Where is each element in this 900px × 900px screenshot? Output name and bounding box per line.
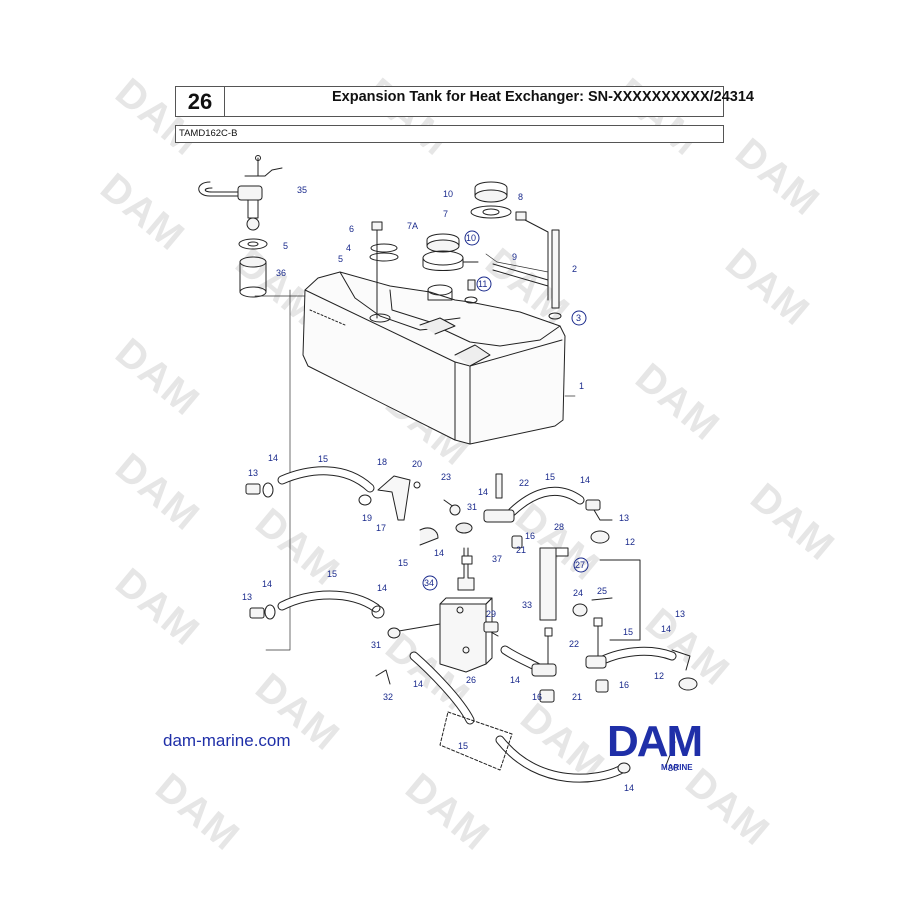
callout-circle	[571, 310, 587, 326]
dam-marine-logo: DAM MARINE	[607, 717, 739, 780]
expansion-tank	[302, 271, 566, 445]
callout-18: 18	[377, 457, 387, 467]
cap-and-fittings	[369, 181, 562, 320]
callout-labels: 35 5 36 6 4 5 7A 10 7 8 10 9 2 11 3 1 14…	[242, 185, 685, 793]
callout-22: 22	[569, 639, 579, 649]
callout-13: 13	[675, 609, 685, 619]
callout-13: 13	[248, 468, 258, 478]
header-bar: 26 Expansion Tank for Heat Exchanger: SN…	[175, 86, 754, 117]
callout-19: 19	[362, 513, 372, 523]
callout-5: 5	[338, 254, 343, 264]
callout-26: 26	[466, 675, 476, 685]
callout-1: 1	[579, 381, 584, 391]
page-number: 26	[176, 87, 225, 116]
callout-circle	[573, 557, 589, 573]
callout-15: 15	[545, 472, 555, 482]
callout-17: 17	[376, 523, 386, 533]
callout-14: 14	[434, 548, 444, 558]
hoses-and-connectors	[245, 466, 698, 783]
callout-14: 14	[624, 783, 634, 793]
callout-11-circled: 11	[478, 279, 487, 289]
callout-3-circled: 3	[576, 313, 581, 323]
callout-31: 31	[371, 640, 381, 650]
page-title: Expansion Tank for Heat Exchanger: SN-XX…	[332, 89, 754, 105]
callout-14: 14	[377, 583, 387, 593]
callout-15: 15	[623, 627, 633, 637]
callout-12: 12	[654, 671, 664, 681]
logo-wordmark: DAM	[607, 717, 703, 766]
callout-circle	[476, 276, 492, 292]
callout-13: 13	[619, 513, 629, 523]
callout-5: 5	[283, 241, 288, 251]
callout-28: 28	[554, 522, 564, 532]
callout-14: 14	[478, 487, 488, 497]
callout-15: 15	[318, 454, 328, 464]
callout-34-circled: 34	[424, 578, 434, 588]
callout-36: 36	[276, 268, 286, 278]
callout-10: 10	[443, 189, 453, 199]
callout-24: 24	[573, 588, 583, 598]
callout-7: 7	[443, 209, 448, 219]
callout-31: 31	[467, 502, 477, 512]
callout-23: 23	[441, 472, 451, 482]
callout-29: 29	[486, 609, 496, 619]
callout-9: 9	[512, 252, 517, 262]
callout-15: 15	[398, 558, 408, 568]
model-label: TAMD162C-B	[175, 125, 724, 143]
callout-14: 14	[268, 453, 278, 463]
callout-10-circled: 10	[466, 233, 476, 243]
callout-6: 6	[349, 224, 354, 234]
callout-22: 22	[519, 478, 529, 488]
callout-21: 21	[516, 545, 526, 555]
callout-14: 14	[262, 579, 272, 589]
callout-7A: 7A	[407, 221, 418, 231]
callout-20: 20	[412, 459, 422, 469]
callout-14: 14	[413, 679, 423, 689]
callout-16: 16	[532, 692, 542, 702]
callout-circle	[422, 575, 438, 591]
callout-8: 8	[518, 192, 523, 202]
callout-33: 33	[522, 600, 532, 610]
callout-35: 35	[297, 185, 307, 195]
callout-15: 15	[327, 569, 337, 579]
callout-14: 14	[580, 475, 590, 485]
callout-16: 16	[525, 531, 535, 541]
callout-2: 2	[572, 264, 577, 274]
callout-12: 12	[625, 537, 635, 547]
logo-subtext: MARINE	[661, 763, 693, 772]
callout-16: 16	[619, 680, 629, 690]
callout-21: 21	[572, 692, 582, 702]
callout-14: 14	[510, 675, 520, 685]
callout-15: 15	[458, 741, 468, 751]
callout-30: 30	[668, 763, 678, 773]
level-glass-assembly	[198, 155, 283, 298]
leader-lines	[254, 253, 576, 651]
callout-13: 13	[242, 592, 252, 602]
website-link[interactable]: dam-marine.com	[163, 731, 291, 750]
callout-37: 37	[492, 554, 502, 564]
callout-32: 32	[383, 692, 393, 702]
callout-25: 25	[597, 586, 607, 596]
callout-27-circled: 27	[575, 560, 585, 570]
callout-circle	[464, 230, 480, 246]
callout-4: 4	[346, 243, 351, 253]
callout-14: 14	[661, 624, 671, 634]
